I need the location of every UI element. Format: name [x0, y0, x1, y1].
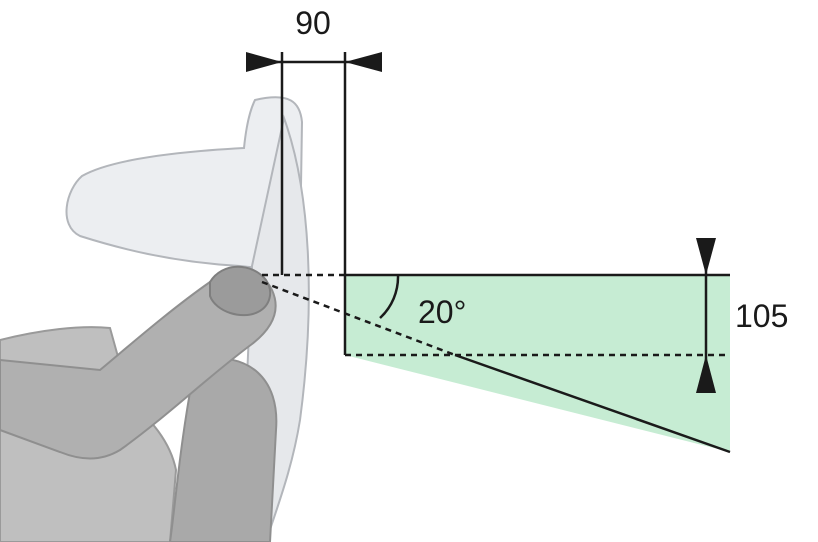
width-dimension-label: 90: [295, 5, 331, 41]
sight-lines: [261, 52, 731, 454]
clearance-zone: [345, 275, 730, 452]
height-arrow-top: [696, 238, 716, 275]
width-arrow-right: [345, 52, 382, 72]
width-dimension: 90: [246, 5, 382, 72]
angle-arc: [379, 274, 400, 319]
arm-shape: [0, 271, 277, 460]
height-arrow-bottom: [696, 355, 716, 393]
head-knob-shape: [209, 265, 272, 317]
width-arrow-left: [246, 52, 282, 72]
angled-sight-line-dashed: [261, 280, 456, 357]
height-dimension: 105: [696, 238, 788, 393]
angled-sight-line-solid: [454, 353, 731, 454]
strap-shape: [168, 357, 278, 542]
occupant-illustration: [0, 265, 278, 542]
angle-label: 20°: [418, 294, 466, 330]
height-dimension-label: 105: [735, 298, 788, 334]
